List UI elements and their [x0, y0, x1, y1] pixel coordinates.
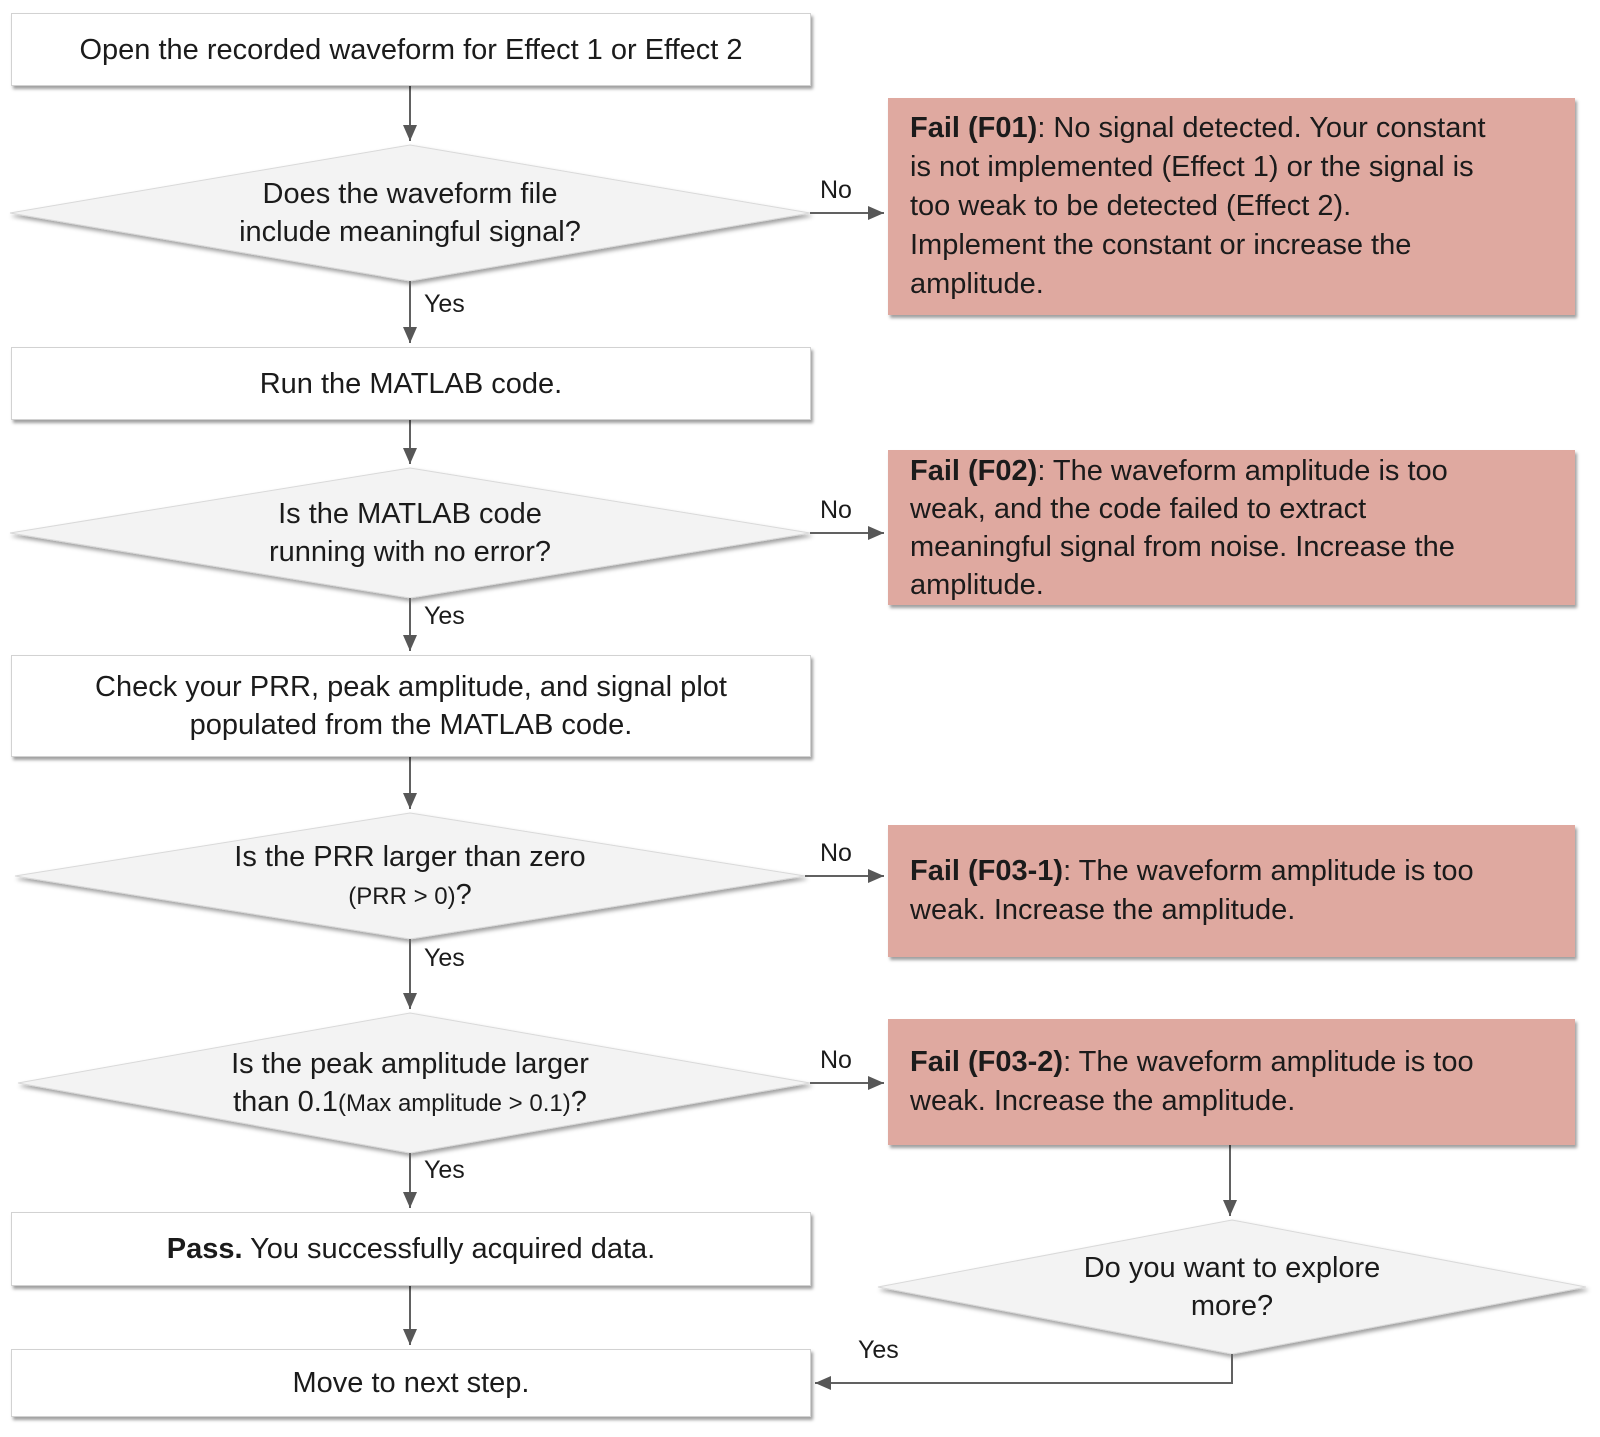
move-next-node: Move to next step. [11, 1349, 811, 1417]
fail-f01-box: Fail (F01): No signal detected. Your con… [888, 98, 1575, 315]
fail-f01-body: : No signal detected. Your constant is n… [910, 112, 1486, 300]
error-check-label: Is the MATLAB code running with no error… [268, 498, 552, 568]
amplitude-condition: (Max amplitude > 0.1) [337, 1089, 571, 1117]
fail-f02-title: Fail (F02) [910, 454, 1038, 487]
yes-label-error-check: Yes [424, 602, 465, 630]
arrow-explore-yes-to-move-next [815, 1354, 1233, 1390]
explore-check-label: Do you want to explore more? [1083, 1252, 1381, 1322]
run-code-node: Run the MATLAB code. [11, 347, 811, 420]
fail-f03-2-box: Fail (F03-2): The waveform amplitude is … [888, 1019, 1575, 1145]
no-label-amplitude-check: No [820, 1046, 852, 1074]
check-outputs-label: Check your PRR, peak amplitude, and sign… [95, 671, 727, 741]
prr-check-line2: (PRR > 0)? [348, 877, 472, 915]
signal-check-label: Does the waveform file include meaningfu… [239, 178, 581, 248]
fail-f03-1-text: Fail (F03-1): The waveform amplitude is … [910, 852, 1474, 930]
move-next-label: Move to next step. [292, 1367, 530, 1399]
fail-f01-text: Fail (F01): No signal detected. Your con… [910, 109, 1486, 304]
check-outputs-node: Check your PRR, peak amplitude, and sign… [11, 655, 811, 757]
yes-label-amplitude-check: Yes [424, 1156, 465, 1184]
fail-f03-2-body: : The waveform amplitude is too weak. In… [910, 1046, 1474, 1117]
fail-f03-1-body: : The waveform amplitude is too weak. In… [910, 855, 1474, 926]
yes-label-signal-check: Yes [424, 290, 465, 318]
prr-question-mark: ? [455, 878, 472, 911]
pass-node: Pass. You successfully acquired data. [11, 1212, 811, 1286]
run-code-label: Run the MATLAB code. [259, 367, 563, 400]
amplitude-question-mark: ? [570, 1085, 587, 1118]
fail-f02-text: Fail (F02): The waveform amplitude is to… [910, 452, 1455, 604]
prr-check-line1: Is the PRR larger than zero [234, 840, 586, 873]
no-label-error-check: No [820, 496, 852, 524]
fail-f03-1-box: Fail (F03-1): The waveform amplitude is … [888, 825, 1575, 957]
start-node: Open the recorded waveform for Effect 1 … [11, 13, 811, 86]
prr-check-label: Is the PRR larger than zero (PRR > 0)? [110, 836, 710, 916]
fail-f02-box: Fail (F02): The waveform amplitude is to… [888, 450, 1575, 605]
amplitude-check-line1: Is the peak amplitude larger [231, 1047, 589, 1080]
amplitude-check-line2: than 0.1(Max amplitude > 0.1)? [233, 1084, 587, 1122]
no-label-signal-check: No [820, 176, 852, 204]
fail-f01-title: Fail (F01) [910, 112, 1038, 144]
fail-f03-1-title: Fail (F03-1) [910, 855, 1064, 887]
amplitude-prefix: than 0.1 [233, 1085, 338, 1118]
fail-f03-2-title: Fail (F03-2) [910, 1046, 1064, 1078]
fail-f03-2-text: Fail (F03-2): The waveform amplitude is … [910, 1043, 1474, 1121]
pass-title: Pass. [166, 1233, 243, 1265]
pass-label: Pass. You successfully acquired data. [167, 1230, 656, 1268]
prr-condition: (PRR > 0) [348, 882, 456, 910]
yes-label-explore-loop: Yes [858, 1336, 899, 1364]
fail-f02-body: : The waveform amplitude is too weak, an… [910, 454, 1455, 601]
pass-body: You successfully acquired data. [242, 1233, 656, 1265]
yes-label-prr-check: Yes [424, 944, 465, 972]
no-label-prr-check: No [820, 839, 852, 867]
start-node-label: Open the recorded waveform for Effect 1 … [79, 33, 743, 66]
amplitude-check-label: Is the peak amplitude larger than 0.1(Ma… [110, 1043, 710, 1123]
